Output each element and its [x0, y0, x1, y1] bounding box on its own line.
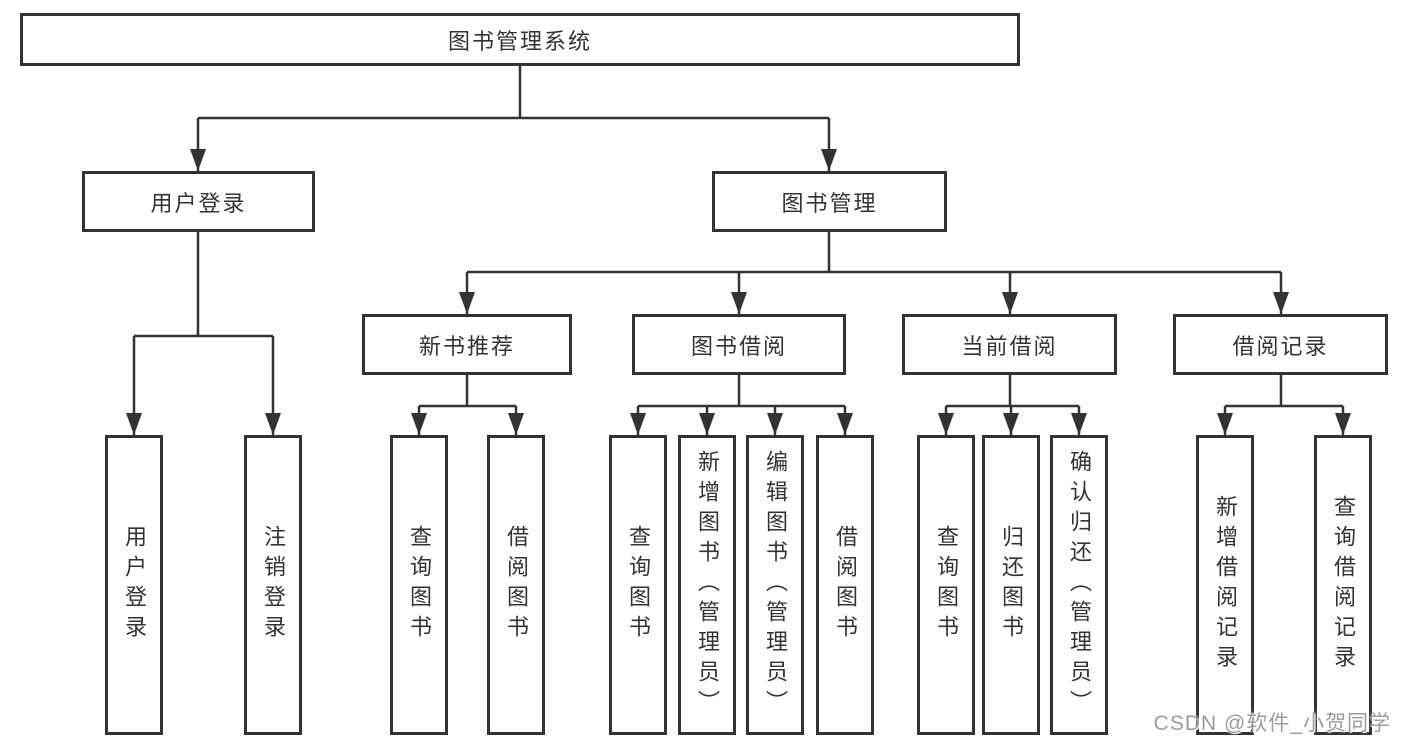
node-book-management: 图书管理 [712, 171, 947, 232]
leaf-confirm-return-admin: 确认归还（管理员） [1050, 435, 1108, 735]
node-label: 当前借阅 [961, 333, 1058, 359]
csdn-watermark: CSDN @软件_小贺同学 [1153, 712, 1391, 735]
node-label: 用户登录 [122, 525, 147, 645]
leaf-borrow-books: 借阅图书 [816, 435, 874, 735]
leaf-query-books: 查询图书 [917, 435, 975, 735]
node-label: 图书借阅 [690, 333, 787, 359]
node-new-book-recommendation: 新书推荐 [362, 314, 572, 375]
node-label: 确认归还（管理员） [1067, 450, 1092, 720]
node-label: 图书管理 [781, 190, 878, 216]
leaf-edit-books-admin: 编辑图书（管理员） [746, 435, 804, 735]
leaf-return-books: 归还图书 [982, 435, 1040, 735]
node-label: 借阅图书 [504, 525, 529, 645]
leaf-add-borrow-record: 新增借阅记录 [1196, 435, 1254, 735]
node-label: 新增借阅记录 [1213, 495, 1238, 675]
node-label: 注销登录 [261, 525, 286, 645]
node-label: 归还图书 [999, 525, 1024, 645]
node-label: 编辑图书（管理员） [763, 450, 788, 720]
node-book-borrowing: 图书借阅 [632, 314, 846, 375]
node-label: 新书推荐 [418, 333, 515, 359]
node-label: 查询图书 [626, 525, 651, 645]
leaf-query-books: 查询图书 [609, 435, 667, 735]
node-label: 查询借阅记录 [1331, 495, 1356, 675]
node-current-borrowing: 当前借阅 [902, 314, 1117, 375]
node-user-login: 用户登录 [82, 171, 315, 232]
leaf-add-books-admin: 新增图书（管理员） [678, 435, 736, 735]
node-label: 新增图书（管理员） [695, 450, 720, 720]
leaf-query-borrow-record: 查询借阅记录 [1314, 435, 1372, 735]
node-borrowing-records: 借阅记录 [1173, 314, 1388, 375]
node-label: 借阅记录 [1232, 333, 1329, 359]
leaf-query-books: 查询图书 [390, 435, 448, 735]
node-library-management-system: 图书管理系统 [20, 13, 1020, 66]
leaf-borrow-books: 借阅图书 [487, 435, 545, 735]
node-label: 借阅图书 [833, 525, 858, 645]
node-label: 图书管理系统 [447, 28, 592, 54]
leaf-logout: 注销登录 [244, 435, 302, 735]
leaf-user-login: 用户登录 [105, 435, 163, 735]
arrowheads [126, 149, 1351, 435]
node-label: 用户登录 [150, 190, 247, 216]
node-label: 查询图书 [934, 525, 959, 645]
node-label: 查询图书 [407, 525, 432, 645]
